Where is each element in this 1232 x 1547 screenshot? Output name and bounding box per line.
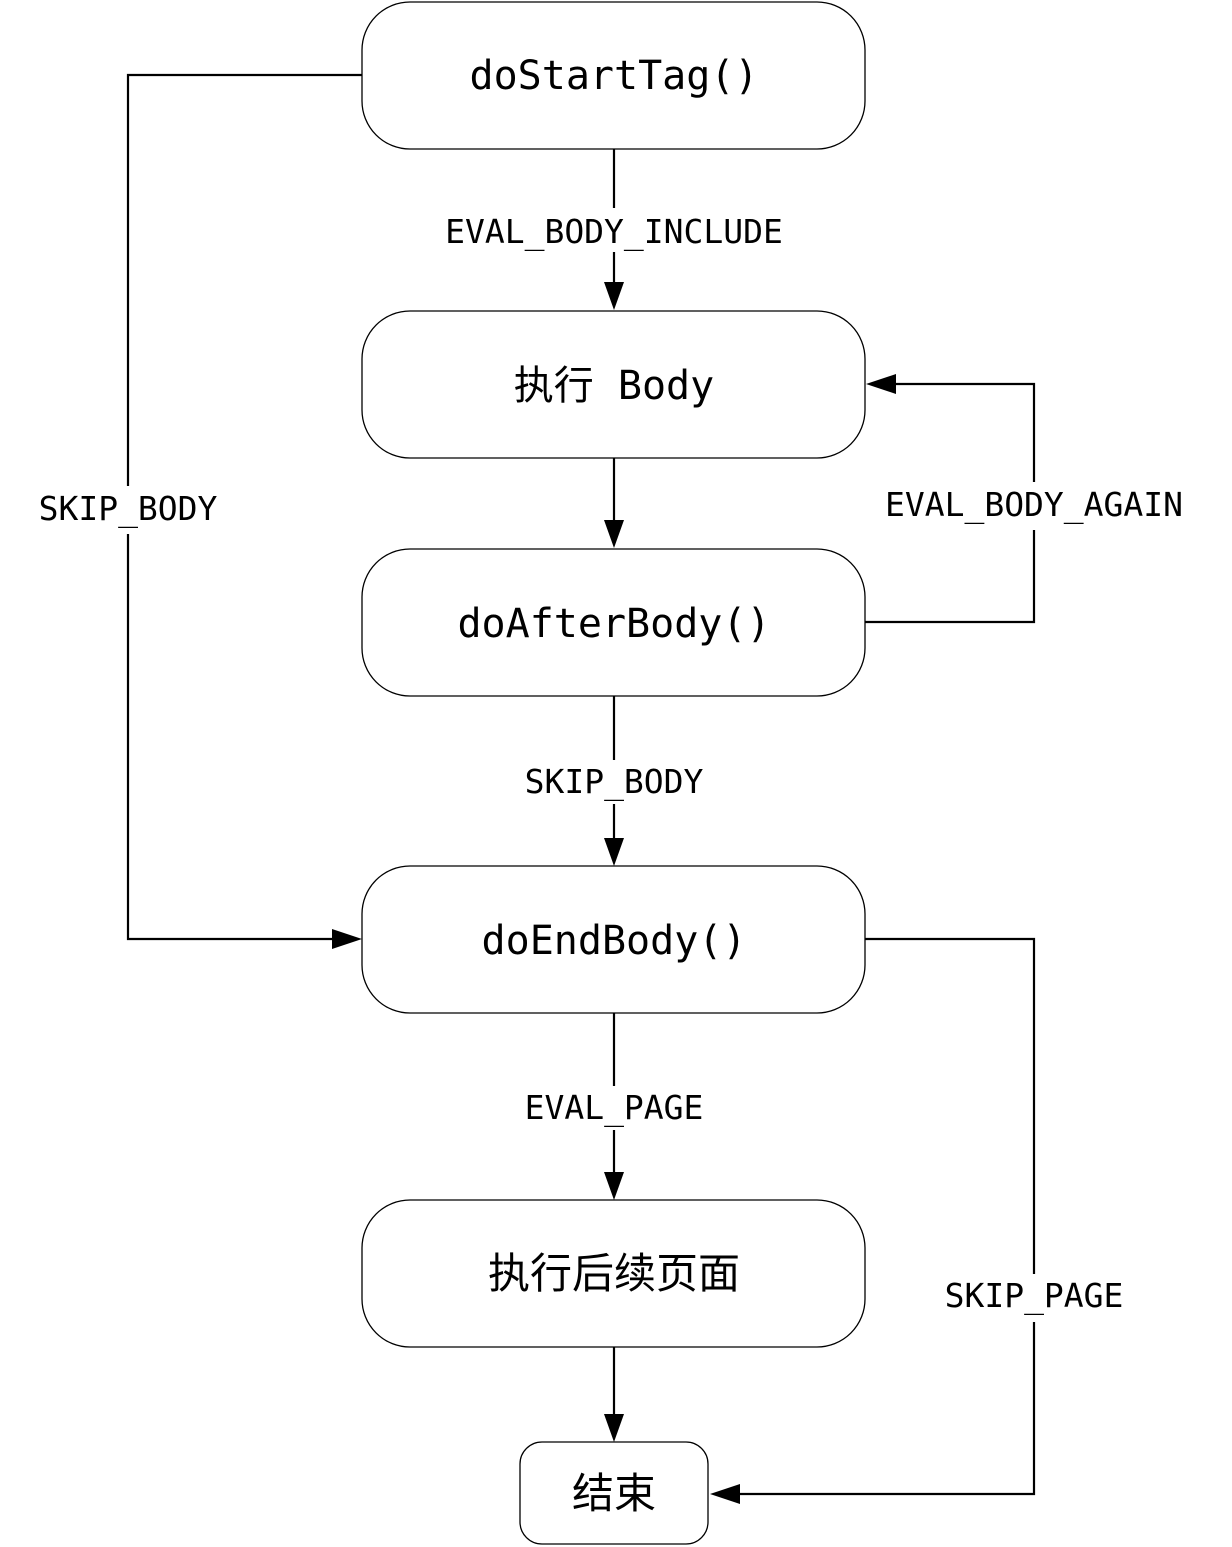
label-bg-eval-body-again bbox=[858, 482, 1212, 530]
arrowhead-endbody-to-rest bbox=[604, 1172, 624, 1200]
arrowhead-endbody-to-end-skip bbox=[710, 1484, 740, 1504]
arrowhead-body-to-afterbody bbox=[604, 520, 624, 548]
node-do-start-tag-label: doStartTag() bbox=[470, 53, 759, 99]
label-skip-page: SKIP_PAGE bbox=[945, 1276, 1124, 1316]
label-skip-body-center: SKIP_BODY bbox=[525, 762, 704, 802]
arrowhead-start-to-body bbox=[604, 282, 624, 310]
node-end: 结束 bbox=[519, 1441, 709, 1545]
label-eval-body-again: EVAL_BODY_AGAIN bbox=[885, 485, 1183, 525]
label-skip-body-left: SKIP_BODY bbox=[39, 489, 218, 529]
node-end-label: 结束 bbox=[572, 1469, 656, 1518]
arrowhead-rest-to-end bbox=[604, 1414, 624, 1442]
label-bg-eval-body-include bbox=[414, 208, 814, 252]
node-execute-rest-page-label: 执行后续页面 bbox=[488, 1249, 740, 1298]
label-bg-skip-page bbox=[926, 1274, 1142, 1322]
label-bg-skip-body-left bbox=[20, 486, 236, 534]
node-do-after-body: doAfterBody() bbox=[361, 548, 866, 697]
node-execute-body: 执行 Body bbox=[361, 310, 866, 459]
node-execute-body-label: 执行 Body bbox=[514, 363, 714, 409]
arrowhead-afterbody-to-body-again bbox=[866, 374, 896, 394]
label-eval-page: EVAL_PAGE bbox=[525, 1088, 704, 1128]
node-do-after-body-label: doAfterBody() bbox=[457, 601, 770, 647]
arrowhead-start-to-endbody-skip bbox=[332, 929, 362, 949]
node-do-end-body-label: doEndBody() bbox=[482, 918, 747, 964]
node-do-end-body: doEndBody() bbox=[361, 865, 866, 1014]
label-bg-skip-body-center bbox=[506, 760, 722, 804]
label-bg-eval-page bbox=[506, 1086, 722, 1130]
node-execute-rest-page: 执行后续页面 bbox=[361, 1199, 866, 1348]
arrowhead-afterbody-to-endbody bbox=[604, 838, 624, 866]
edge-endbody-to-end-skip bbox=[738, 937, 1036, 1496]
node-do-start-tag: doStartTag() bbox=[361, 1, 866, 150]
label-eval-body-include: EVAL_BODY_INCLUDE bbox=[445, 212, 783, 252]
